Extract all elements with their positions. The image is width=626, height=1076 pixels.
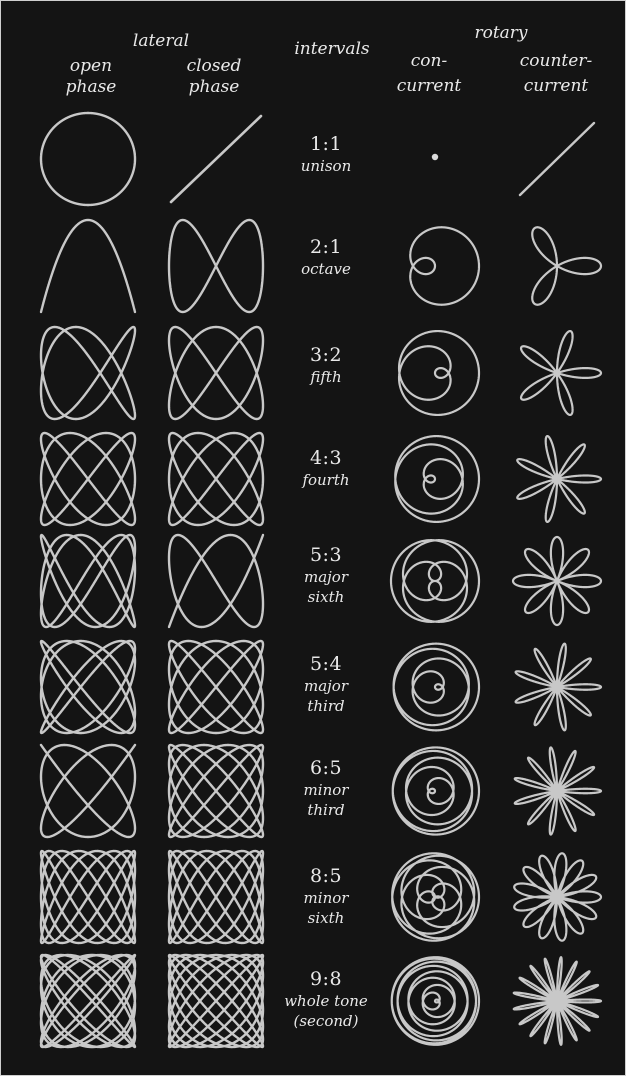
interval-name: minor (261, 891, 391, 906)
interval-ratio: 9:8 (261, 970, 391, 989)
header-countercurrent-line1: counter- (501, 53, 611, 70)
header-countercurrent-line2: current (501, 78, 611, 95)
interval-name: fifth (261, 370, 391, 385)
interval-name: octave (261, 262, 391, 277)
interval-ratio: 6:5 (261, 759, 391, 778)
interval-ratio: 5:3 (261, 546, 391, 565)
header-lateral: lateral (111, 33, 211, 50)
interval-ratio: 4:3 (261, 449, 391, 468)
interval-name: fourth (261, 473, 391, 488)
header-concurrent-line1: con- (379, 53, 479, 70)
header-open-phase-line1: open (41, 58, 141, 75)
interval-name: (second) (261, 1014, 391, 1029)
interval-name: third (261, 699, 391, 714)
header-closed-phase-line2: phase (164, 79, 264, 96)
interval-name: whole tone (261, 994, 391, 1009)
interval-ratio: 3:2 (261, 346, 391, 365)
interval-ratio: 2:1 (261, 238, 391, 257)
interval-name: major (261, 679, 391, 694)
header-intervals: intervals (282, 41, 382, 58)
concurrent-figure (432, 154, 438, 160)
interval-ratio: 8:5 (261, 867, 391, 886)
interval-ratio: 1:1 (261, 135, 391, 154)
interval-name: sixth (261, 911, 391, 926)
header-closed-phase-line1: closed (164, 58, 264, 75)
interval-name: unison (261, 159, 391, 174)
interval-name: minor (261, 783, 391, 798)
interval-name: sixth (261, 590, 391, 605)
interval-name: third (261, 803, 391, 818)
header-concurrent-line2: current (379, 78, 479, 95)
interval-ratio: 5:4 (261, 655, 391, 674)
header-rotary: rotary (451, 25, 551, 42)
header-open-phase-line2: phase (41, 79, 141, 96)
interval-name: major (261, 570, 391, 585)
